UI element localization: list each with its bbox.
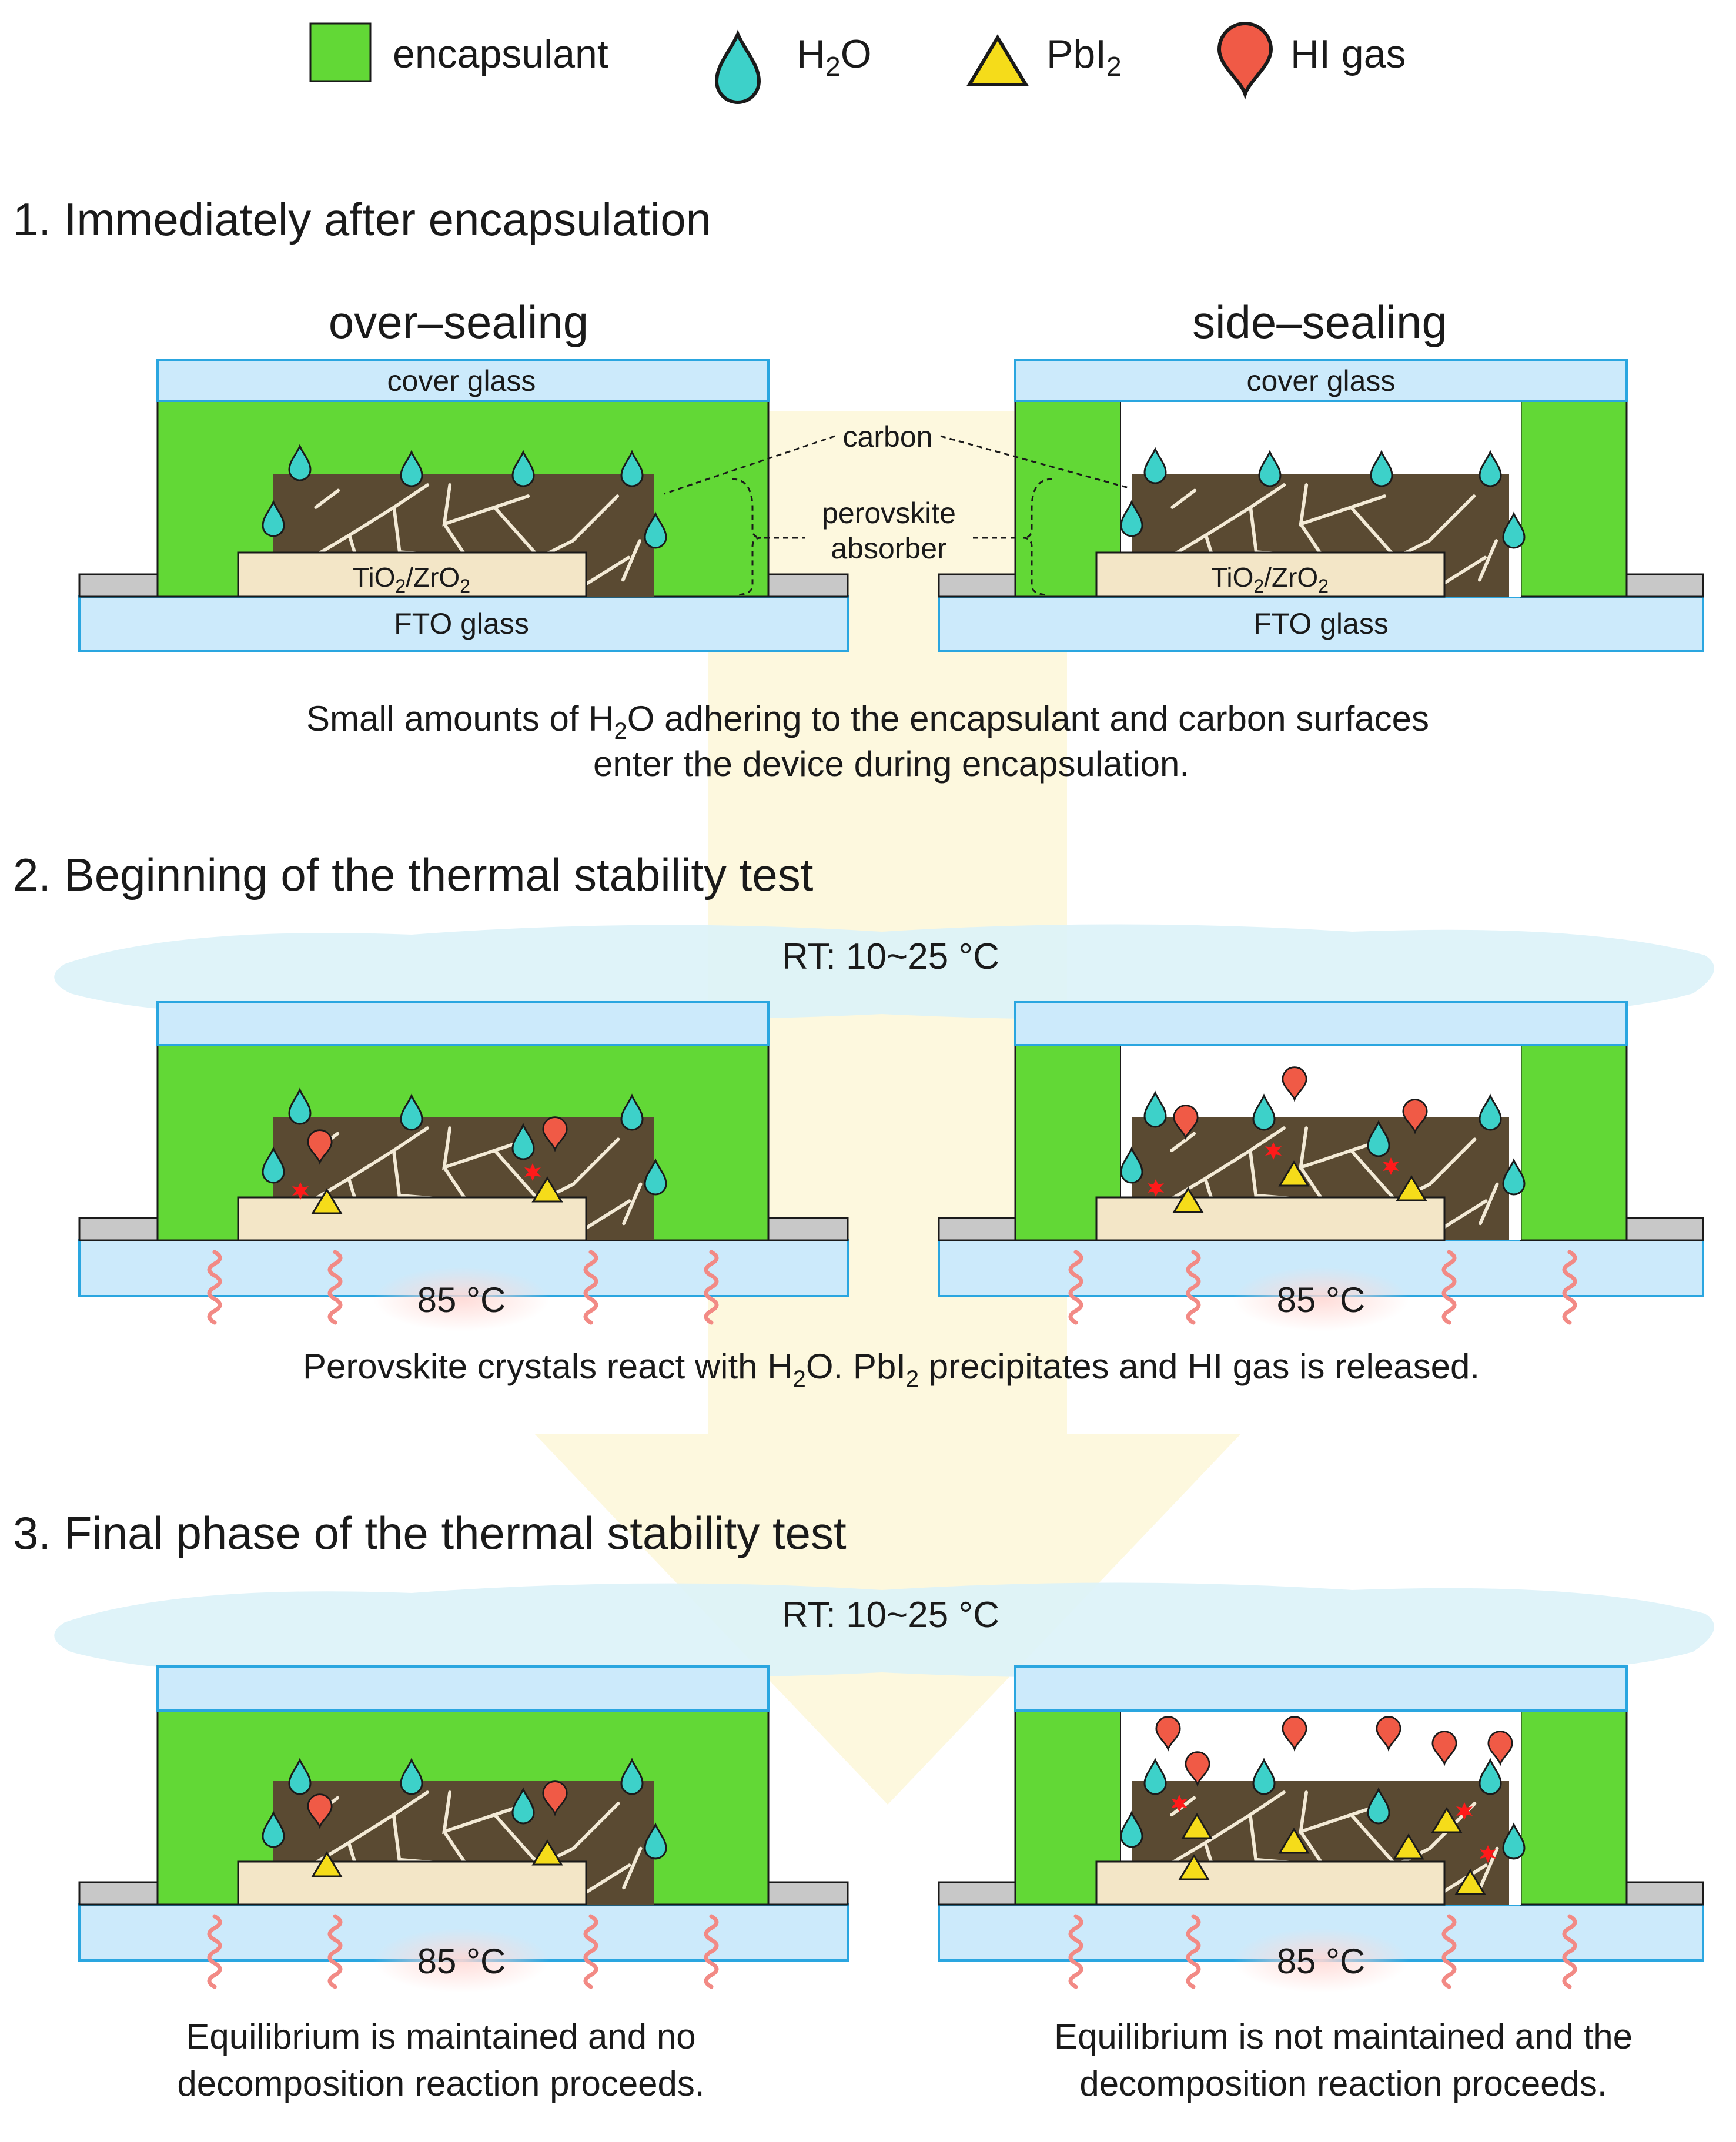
tio2-label-side: TiO2/ZrO2: [1211, 562, 1329, 597]
absorber-label: absorber: [831, 532, 946, 565]
temp-label-side-2: 85 °C: [1277, 1280, 1366, 1320]
section-2-caption: Perovskite crystals react with H2O. PbI2…: [303, 1347, 1480, 1392]
temp-label-over-3: 85 °C: [417, 1942, 506, 1981]
layer-callouts: carbon perovskite absorber: [664, 420, 1129, 565]
legend-pbi2-label: PbI2: [1046, 32, 1122, 82]
device-over-sealing-2: 85 °C: [78, 1001, 849, 1331]
carbon-label: carbon: [843, 420, 933, 453]
legend-encapsulant-label: encapsulant: [393, 32, 608, 76]
section-3-caption-right-1: Equilibrium is not maintained and the: [1054, 2017, 1633, 2056]
fto-glass-label-over: FTO glass: [394, 607, 529, 640]
big-down-arrow: [535, 411, 1240, 1805]
tio2-label-over: TiO2/ZrO2: [353, 562, 470, 597]
section-3-caption-left-1: Equilibrium is maintained and no: [186, 2017, 695, 2056]
legend-hi-label: HI gas: [1290, 32, 1406, 76]
legend-pbi2-icon: [969, 38, 1026, 85]
device-over-sealing-3: 85 °C: [78, 1665, 849, 1993]
device-over-sealing-1: cover glass FTO glass TiO2/ZrO2: [78, 359, 849, 652]
section-3-heading: 3. Final phase of the thermal stability …: [13, 1507, 847, 1559]
section-2-heading: 2. Beginning of the thermal stability te…: [13, 849, 814, 901]
cover-glass-label-side: cover glass: [1247, 364, 1396, 397]
legend: encapsulant H2O PbI2 HI gas: [309, 22, 1406, 102]
legend-h2o-icon: [717, 34, 759, 102]
section-3-caption-right-2: decomposition reaction proceeds.: [1079, 2064, 1607, 2103]
cover-glass-label-over: cover glass: [387, 364, 536, 397]
device-side-sealing-1: cover glass FTO glass TiO2/ZrO2: [938, 359, 1704, 652]
device-side-sealing-2: 85 °C: [938, 1001, 1704, 1331]
temp-label-over-2: 85 °C: [417, 1280, 506, 1320]
legend-h2o-label: H2O: [797, 32, 872, 82]
perovskite-label: perovskite: [822, 497, 956, 530]
section-3-caption-left-2: decomposition reaction proceeds.: [177, 2064, 704, 2103]
legend-encapsulant-swatch: [309, 22, 372, 82]
over-sealing-title: over–sealing: [329, 296, 588, 348]
room-temperature-cloud-2: RT: 10~25 °C: [54, 924, 1715, 1019]
side-sealing-title: side–sealing: [1192, 296, 1447, 348]
section-1-heading: 1. Immediately after encapsulation: [13, 193, 711, 245]
rt-label-2: RT: 10~25 °C: [782, 936, 999, 977]
section-1-caption-line-2: enter the device during encapsulation.: [593, 744, 1189, 784]
rt-label-3: RT: 10~25 °C: [782, 1595, 999, 1635]
temp-label-side-3: 85 °C: [1277, 1942, 1366, 1981]
room-temperature-cloud-3: RT: 10~25 °C: [54, 1582, 1715, 1678]
fto-glass-label-side: FTO glass: [1253, 607, 1389, 640]
section-1-caption-line-1: Small amounts of H2O adhering to the enc…: [306, 699, 1429, 744]
device-side-sealing-3: 85 °C: [938, 1665, 1704, 1993]
legend-hi-icon: [1219, 24, 1271, 94]
